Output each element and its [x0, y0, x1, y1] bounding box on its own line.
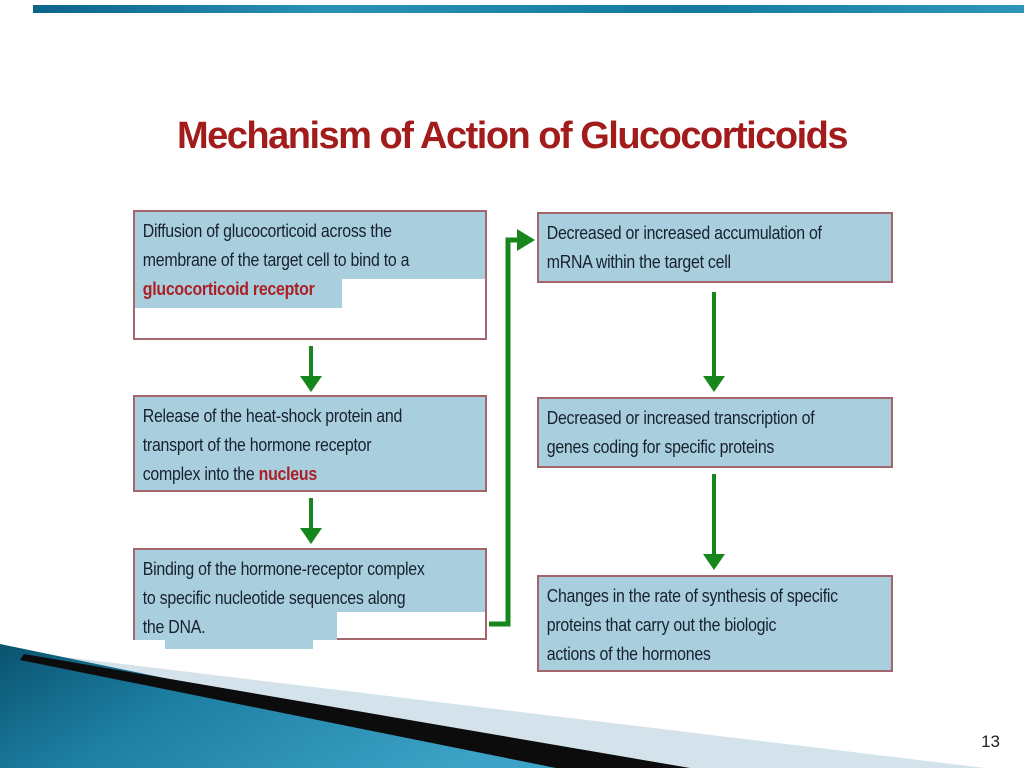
down-arrow-icon	[300, 346, 322, 392]
box-text-line: actions of the hormones	[546, 643, 711, 664]
highlight	[135, 279, 342, 308]
box-text-line: mRNA within the target cell	[546, 251, 731, 272]
highlight	[135, 550, 485, 612]
highlight	[135, 212, 485, 279]
box-text-line: Decreased or increased accumulation of	[546, 222, 822, 243]
box-text-line: transport of the hormone receptor	[142, 434, 372, 455]
box-text-line: genes coding for specific proteins	[546, 436, 775, 457]
box-text-line: Release of the heat-shock protein and	[142, 405, 403, 426]
box-text-line: complex into the nucleus	[142, 463, 317, 484]
page-number: 13	[981, 732, 1000, 751]
box-text-line: Decreased or increased transcription of	[546, 407, 815, 428]
box-text-line: Changes in the rate of synthesis of spec…	[546, 585, 838, 606]
flow-box-mrna: Decreased or increased accumulation of m…	[537, 212, 893, 283]
box-text-line: Diffusion of glucocorticoid across the	[142, 220, 392, 241]
flow-box-transcription: Decreased or increased transcription of …	[537, 397, 893, 468]
elbow-connector-arrow-icon	[489, 229, 535, 627]
teal-triangle	[0, 644, 600, 768]
down-arrow-icon	[300, 498, 322, 544]
highlight-fragment	[165, 640, 313, 649]
box-text-line: proteins that carry out the biologic	[546, 614, 777, 635]
slide-title: Mechanism of Action of Glucocorticoids	[177, 115, 849, 158]
box-text-line: Binding of the hormone-receptor complex	[142, 558, 425, 579]
flow-box-diffusion: Diffusion of glucocorticoid across the m…	[133, 210, 487, 340]
flow-box-release: Release of the heat-shock protein and tr…	[133, 395, 487, 492]
top-accent-bar	[33, 5, 1024, 13]
down-arrow-icon	[703, 292, 725, 392]
highlight	[135, 612, 337, 640]
box-text-line: the DNA.	[142, 616, 206, 637]
down-arrow-icon	[703, 474, 725, 570]
box-text-line: glucocorticoid receptor	[142, 278, 315, 299]
box-text-line: to specific nucleotide sequences along	[142, 587, 406, 608]
box-text-line: membrane of the target cell to bind to a	[142, 249, 410, 270]
flow-box-synthesis: Changes in the rate of synthesis of spec…	[537, 575, 893, 672]
flow-box-binding: Binding of the hormone-receptor complex …	[133, 548, 487, 640]
